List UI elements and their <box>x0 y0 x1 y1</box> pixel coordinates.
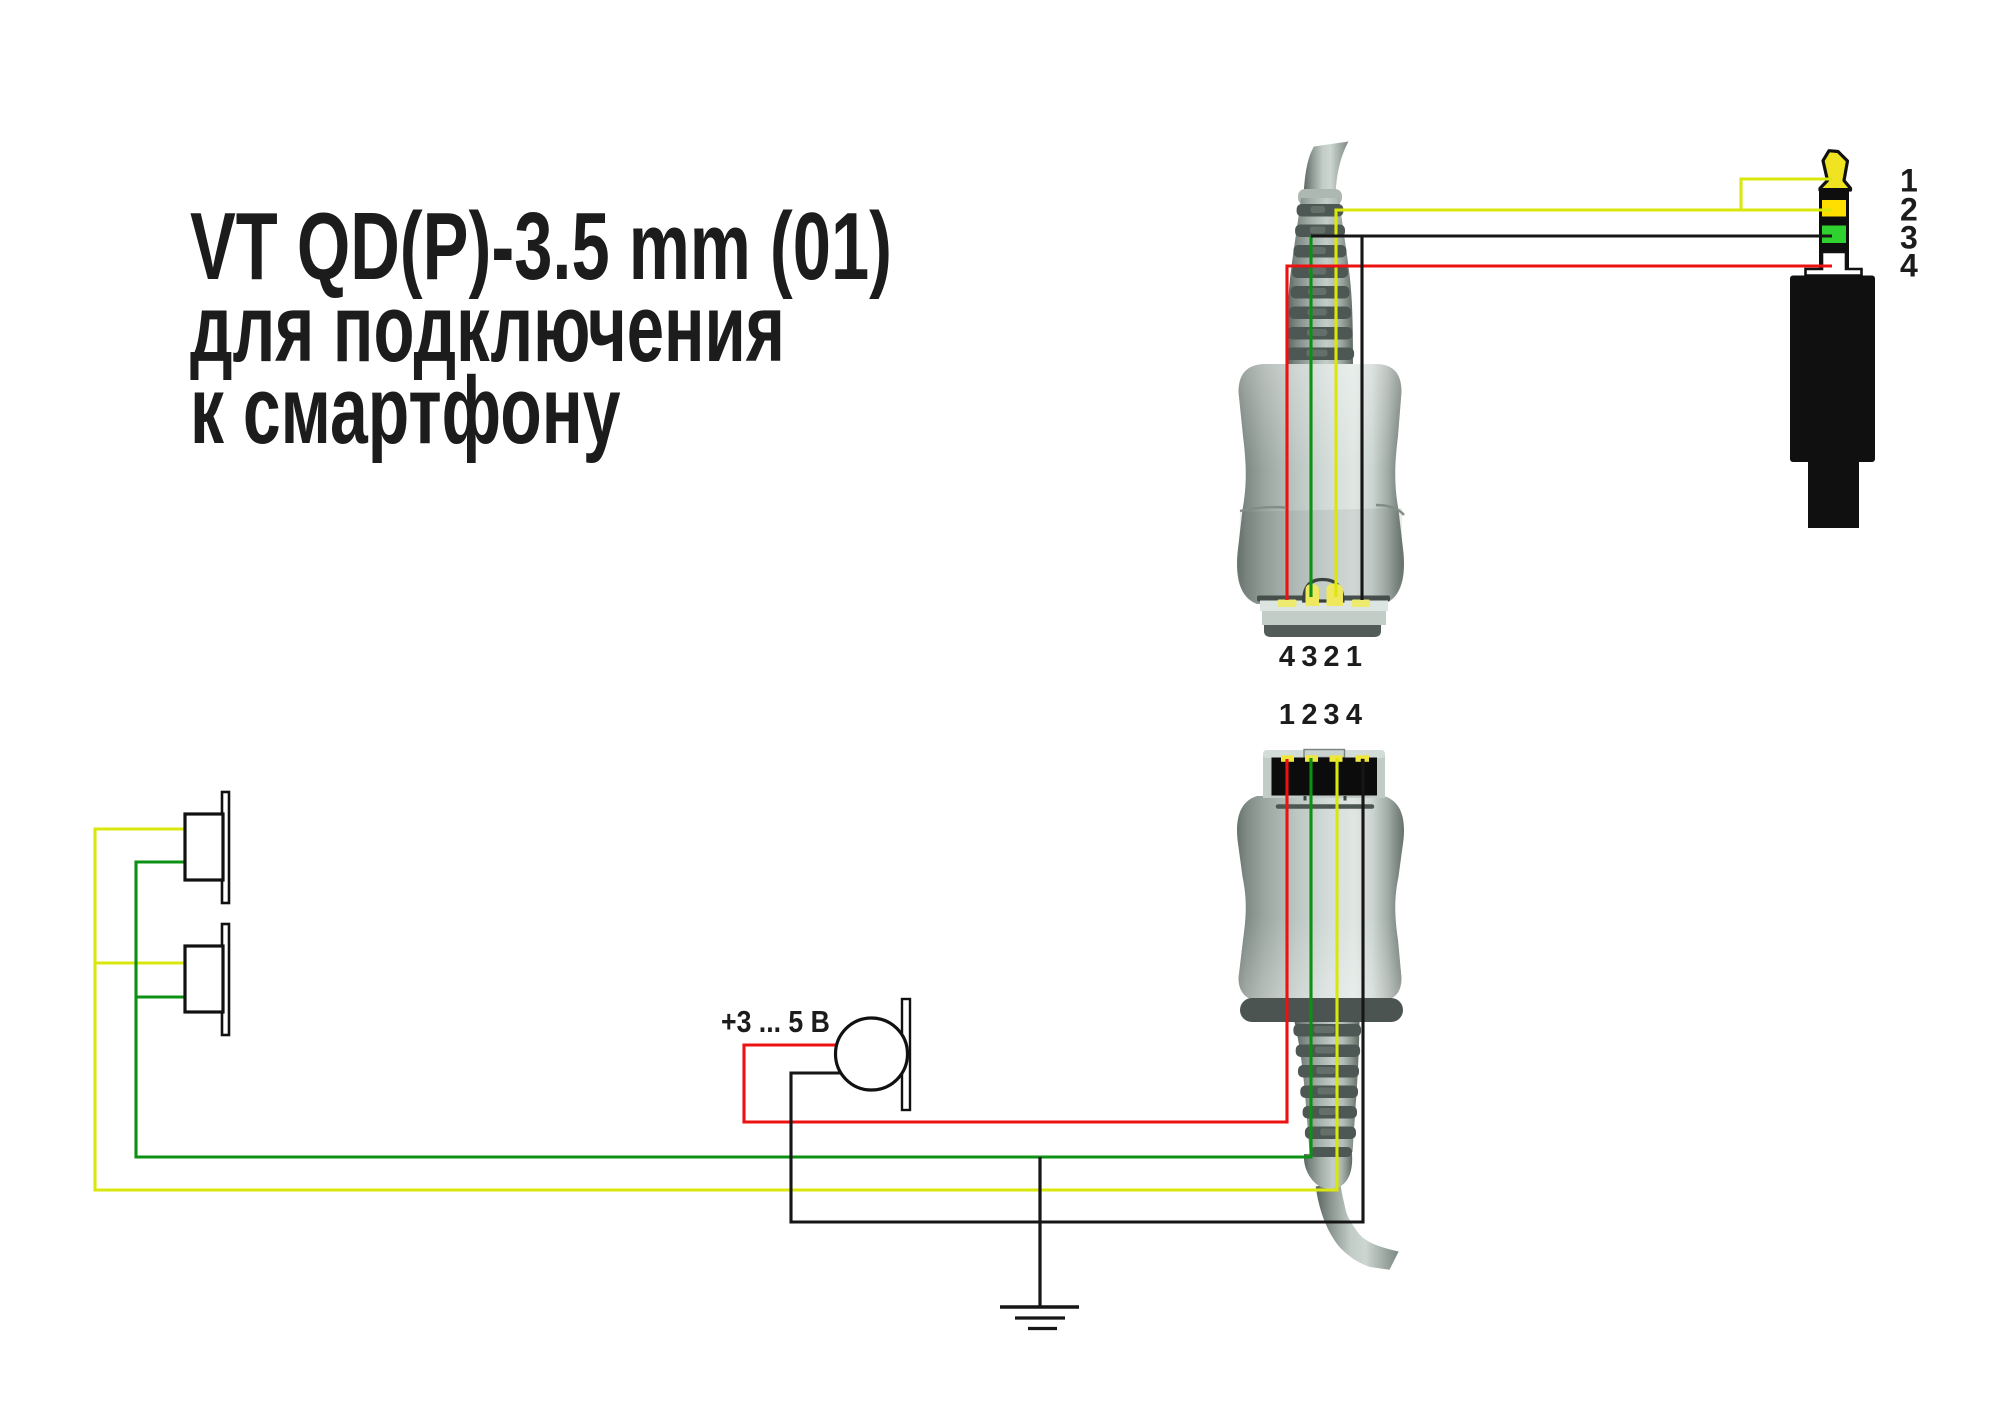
svg-text:4: 4 <box>1346 699 1362 731</box>
svg-text:для подключения: для подключения <box>190 274 785 382</box>
svg-text:3: 3 <box>1323 699 1339 731</box>
svg-text:4: 4 <box>1900 248 1918 284</box>
svg-text:1: 1 <box>1346 641 1362 673</box>
svg-text:VT QD(P)-3.5 mm (01): VT QD(P)-3.5 mm (01) <box>190 192 892 300</box>
svg-text:к смартфону: к смартфону <box>190 356 621 463</box>
svg-text:+3 ... 5 В: +3 ... 5 В <box>721 1005 830 1039</box>
svg-text:2: 2 <box>1323 641 1339 673</box>
svg-text:2: 2 <box>1900 192 1918 228</box>
svg-text:3: 3 <box>1301 641 1317 673</box>
svg-text:1: 1 <box>1900 163 1918 199</box>
svg-text:4: 4 <box>1279 641 1295 673</box>
svg-text:1: 1 <box>1279 699 1295 731</box>
svg-text:2: 2 <box>1301 699 1317 731</box>
svg-text:3: 3 <box>1900 220 1918 256</box>
